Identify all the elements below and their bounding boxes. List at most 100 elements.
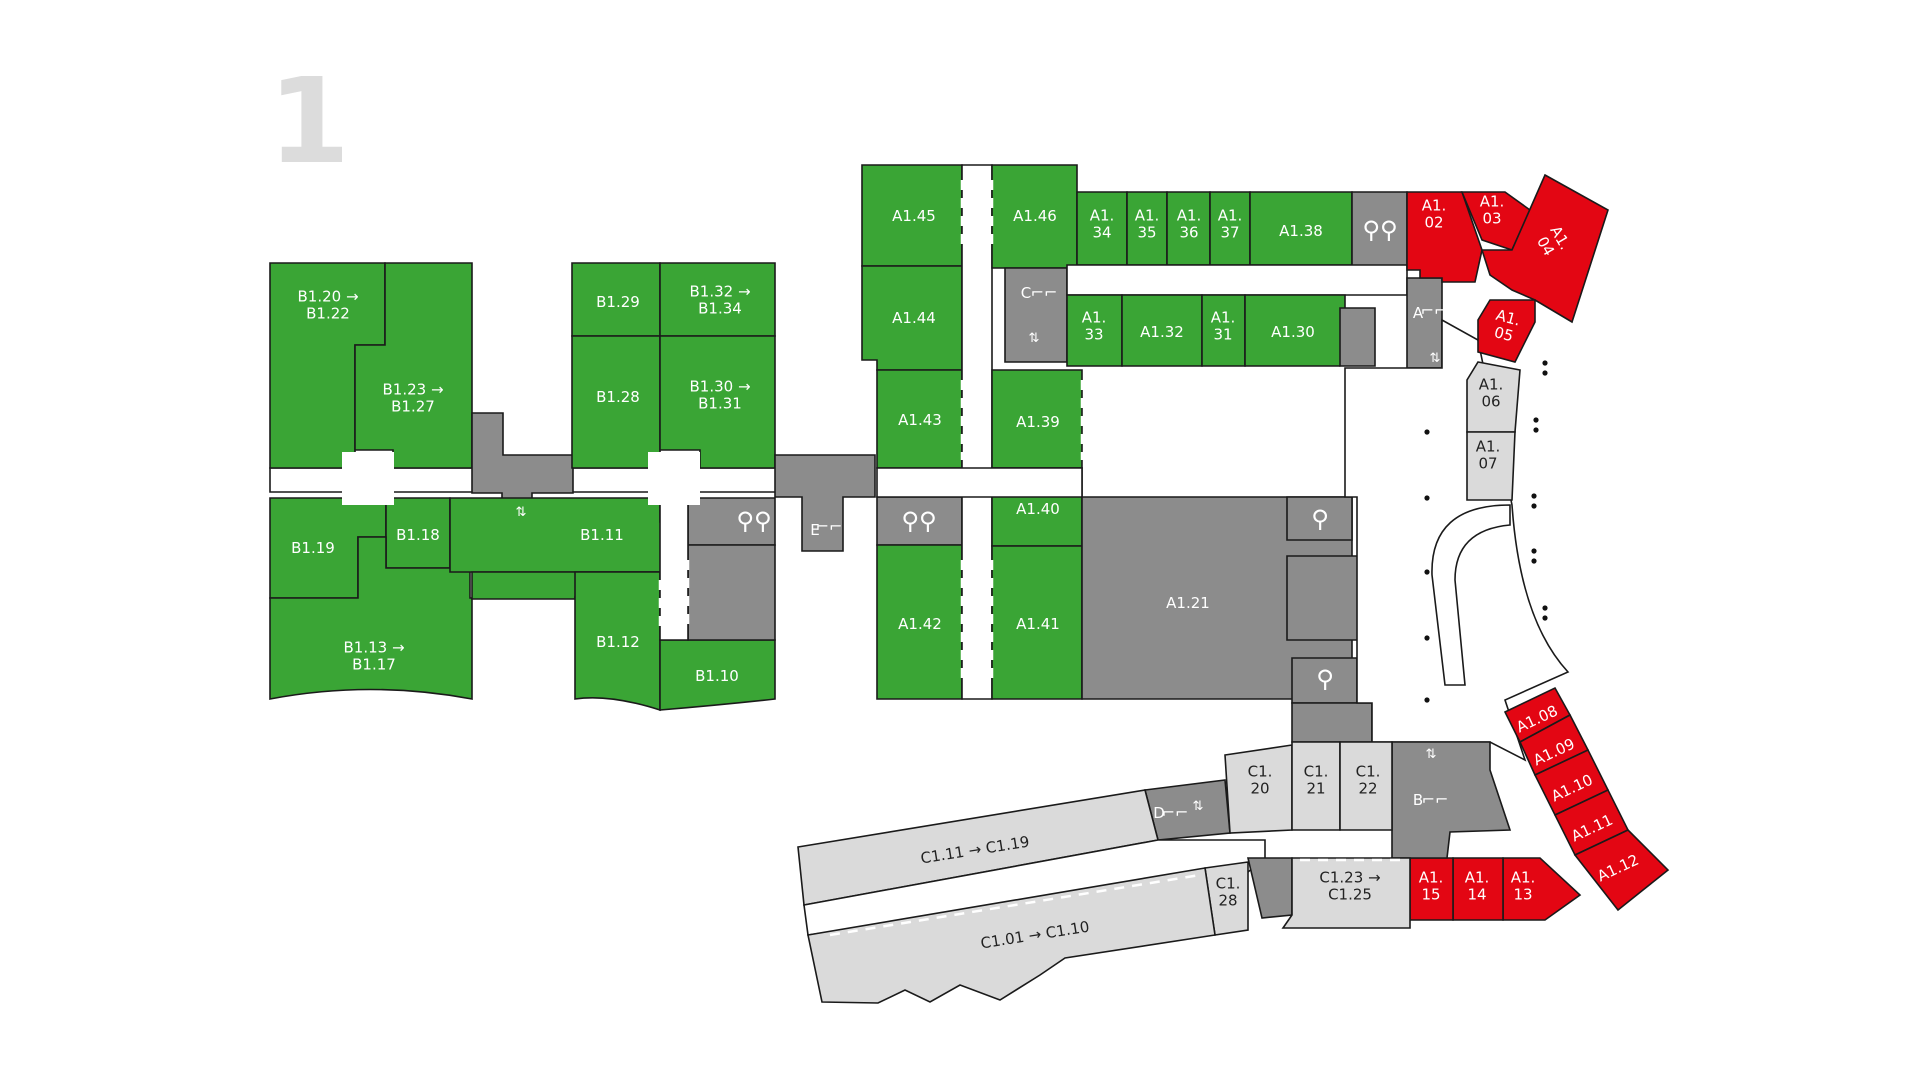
room-c1-01[interactable] <box>807 867 1216 1004</box>
corridor-a-vert <box>961 164 993 700</box>
room-label-line: 36 <box>1179 224 1198 242</box>
restroom-icon: ⚲⚲ <box>736 507 771 535</box>
room-label-line: C1.23 → <box>1319 869 1380 887</box>
floor-number: 1 <box>268 52 351 190</box>
room-label-line: 06 <box>1481 393 1500 411</box>
elevator-icon: ⇅ <box>1430 351 1441 366</box>
room-label-a1-45: A1.45 <box>892 207 936 225</box>
atrium-ramp <box>1431 504 1511 686</box>
room-label-a1-36: A1.36 <box>1177 207 1202 242</box>
room-label-line: B1.28 <box>596 388 640 406</box>
room-label-line: A1.43 <box>898 411 942 429</box>
room-label-line: B1.34 <box>698 300 742 318</box>
room-label-line: A1. <box>1082 309 1107 327</box>
room-label-line: 21 <box>1306 780 1325 798</box>
room-a1-12[interactable] <box>1573 829 1670 912</box>
elevator-icon: ⇅ <box>1029 331 1040 346</box>
corridor-node-b2 <box>648 452 700 505</box>
room-b1-23[interactable] <box>354 262 473 469</box>
room-label-a1-33: A1.33 <box>1082 309 1107 344</box>
core-letter-a: A <box>1413 304 1424 322</box>
corridor-b-vert <box>659 491 689 641</box>
room-label-a1-02: A1.02 <box>1422 197 1447 232</box>
room-label-line: A1. <box>1422 197 1447 215</box>
room-label-b1-29: B1.29 <box>596 293 640 311</box>
room-label-a1-40: A1.40 <box>1016 500 1060 518</box>
elevator-icon: ⇅ <box>1426 747 1437 762</box>
service-a-north <box>1339 307 1376 367</box>
room-label-line: A1. <box>1511 869 1536 887</box>
room-label-line: A1.30 <box>1271 323 1315 341</box>
room-label-line: B1.10 <box>695 667 739 685</box>
room-label-a1-35: A1.35 <box>1135 207 1160 242</box>
room-label-line: C1. <box>1248 763 1273 781</box>
stairs-icon: ⌐⌐ <box>1421 301 1448 320</box>
room-label-line: B1.29 <box>596 293 640 311</box>
room-label-b1-28: B1.28 <box>596 388 640 406</box>
core-letter-d: D <box>1153 804 1165 822</box>
restroom-icon: ⚲ <box>1316 665 1334 693</box>
room-label-line: A1.46 <box>1013 207 1057 225</box>
room-label-c1-21: C1.21 <box>1304 763 1329 798</box>
service-c <box>1246 857 1293 919</box>
room-label-a1-31: A1.31 <box>1211 309 1236 344</box>
room-a1-05[interactable] <box>1477 299 1536 363</box>
room-label-b1-23: B1.23 →B1.27 <box>382 381 443 416</box>
room-a1-07[interactable] <box>1466 431 1516 501</box>
room-c1-23[interactable] <box>1281 857 1411 929</box>
room-label-a1-21: A1.21 <box>1166 594 1210 612</box>
core-letter-e: E <box>810 521 819 539</box>
room-b1-10[interactable] <box>659 639 776 711</box>
room-label-line: B1.23 → <box>382 381 443 399</box>
room-label-line: B1.17 <box>352 656 396 674</box>
room-label-a1-32: A1.32 <box>1140 323 1184 341</box>
room-b1-13[interactable] <box>269 536 473 700</box>
stairs-icon: ⌐⌐ <box>816 517 843 536</box>
room-label-line: B1.30 → <box>689 378 750 396</box>
room-label-line: 34 <box>1092 224 1111 242</box>
room-label-line: C1. <box>1356 763 1381 781</box>
room-label-line: 37 <box>1220 224 1239 242</box>
room-label-a1-38: A1.38 <box>1279 222 1323 240</box>
room-label-b1-18: B1.18 <box>396 526 440 544</box>
room-label-line: 28 <box>1218 892 1237 910</box>
room-b1-11[interactable] <box>449 497 689 573</box>
room-label-b1-10: B1.10 <box>695 667 739 685</box>
core-letter-c: C <box>1021 284 1031 302</box>
room-label-line: C1. <box>1216 875 1241 893</box>
room-a1-02[interactable] <box>1406 191 1483 283</box>
room-label-line: A1. <box>1135 207 1160 225</box>
room-label-line: 33 <box>1084 326 1103 344</box>
room-label-a1-37: A1.37 <box>1218 207 1243 242</box>
corridor-a-h <box>876 467 1083 498</box>
corridor-a-north <box>1066 264 1408 296</box>
room-label-a1-07: A1.07 <box>1476 438 1501 473</box>
room-label-a1-43: A1.43 <box>898 411 942 429</box>
room-label-line: A1.40 <box>1016 500 1060 518</box>
room-label-line: A1. <box>1211 309 1236 327</box>
room-label-line: 35 <box>1137 224 1156 242</box>
core-letter-b: B <box>1413 791 1423 809</box>
room-label-line: B1.12 <box>596 633 640 651</box>
room-label-line: 05 <box>1492 323 1515 345</box>
room-label-line: A1. <box>1218 207 1243 225</box>
room-label-line: 07 <box>1478 455 1497 473</box>
wing-b <box>269 262 786 712</box>
room-label-line: A1. <box>1494 306 1522 330</box>
room-label-a1-44: A1.44 <box>892 309 936 327</box>
service-b <box>687 544 776 641</box>
room-label-line: A1.41 <box>1016 615 1060 633</box>
restroom-icon: ⚲ <box>1311 505 1329 533</box>
room-label-b1-19: B1.19 <box>291 539 335 557</box>
room-a1-04[interactable] <box>1480 173 1609 324</box>
room-label-line: 31 <box>1213 326 1232 344</box>
room-label-b1-12: B1.12 <box>596 633 640 651</box>
room-label-line: B1.32 → <box>689 283 750 301</box>
core-e <box>774 454 876 552</box>
core-letter-f: F <box>510 426 519 444</box>
service-a-south <box>1291 702 1373 743</box>
room-label-a1-34: A1.34 <box>1090 207 1115 242</box>
room-c1-22[interactable] <box>1339 741 1393 831</box>
room-label-line: A1.44 <box>892 309 936 327</box>
room-label-a1-15: A1.15 <box>1419 869 1444 904</box>
